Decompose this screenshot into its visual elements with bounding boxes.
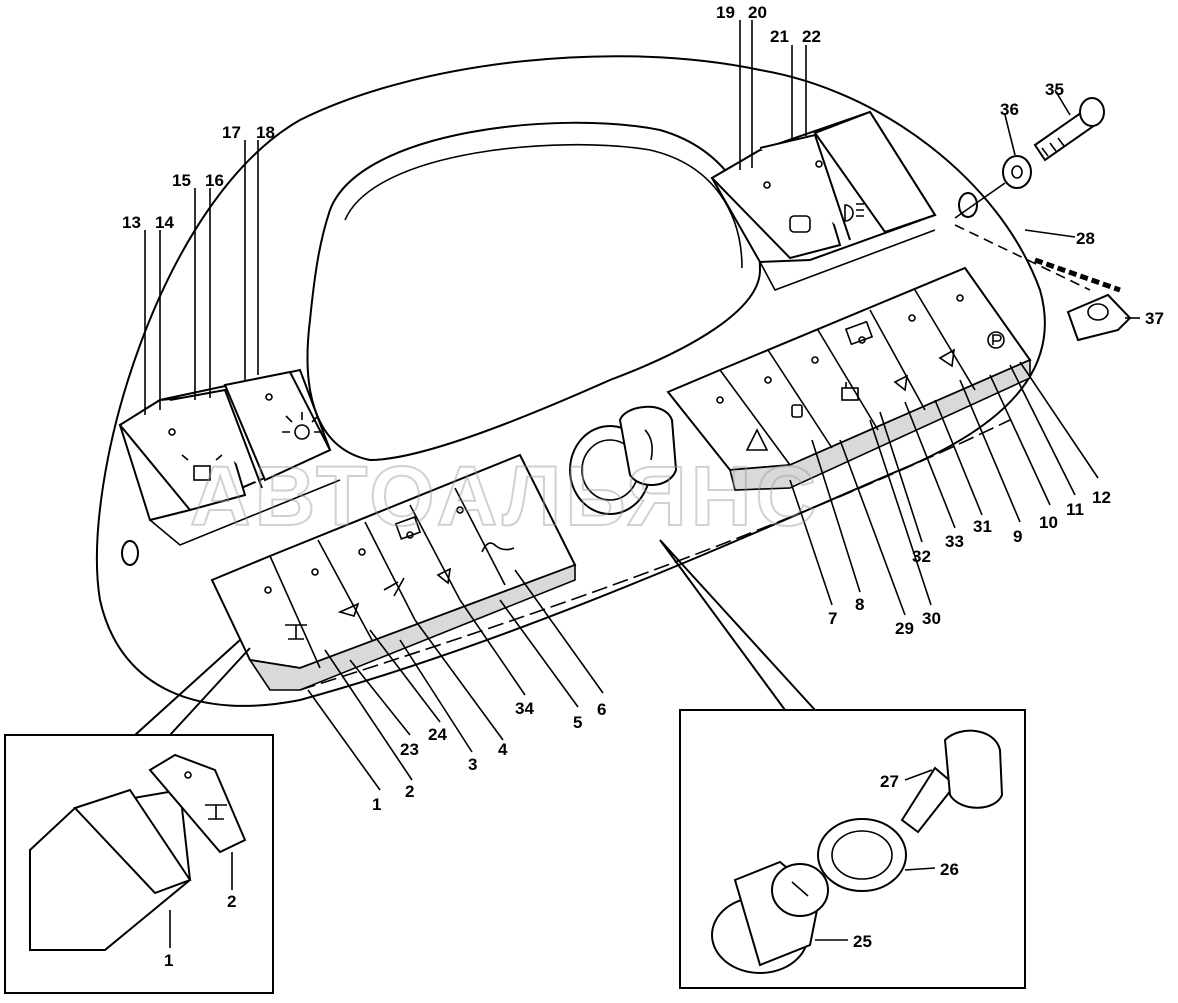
- switch-led: [908, 314, 916, 322]
- callout-14: 14: [155, 213, 174, 232]
- switch-led: [311, 568, 319, 576]
- wiper-icon: [337, 602, 360, 617]
- switch-led: [264, 586, 272, 594]
- callouts: 13 14 15 16 17 18 19 20 21 22 35 36 28 3…: [122, 3, 1164, 970]
- retaining-clip: [1066, 293, 1132, 342]
- switch-led: [168, 428, 176, 436]
- callout-22: 22: [802, 27, 821, 46]
- callout-29: 29: [895, 619, 914, 638]
- inset-ignition-detail: [659, 539, 1026, 989]
- mirror-icon: [394, 516, 422, 540]
- callout-33: 33: [945, 532, 964, 551]
- switch-led: [811, 356, 819, 364]
- watermark: АВТОАЛЬЯНС: [190, 449, 820, 543]
- switch-led: [716, 396, 724, 404]
- seat-heater-icon: [481, 542, 515, 553]
- callout-23: 23: [400, 740, 419, 759]
- leader-lines: [144, 20, 1140, 791]
- callout-11: 11: [1066, 500, 1084, 519]
- inset-switch-detail: [4, 639, 274, 994]
- callout-21: 21: [770, 27, 789, 46]
- callout-24: 24: [428, 725, 447, 744]
- callout-32: 32: [912, 547, 931, 566]
- callout-36: 36: [1000, 100, 1019, 119]
- inset-callout-27: 27: [880, 772, 899, 791]
- washer: [1002, 155, 1032, 189]
- callout-20: 20: [748, 3, 767, 22]
- hazard-warning-icon: [745, 428, 769, 451]
- mount-hole-right: [958, 192, 978, 218]
- assembly-path-bold: [1034, 257, 1121, 293]
- callout-30: 30: [922, 609, 941, 628]
- inset-right-frame: [679, 709, 1026, 989]
- callout-17: 17: [222, 123, 241, 142]
- callout-31: 31: [973, 517, 992, 536]
- differential-lock-icon: [205, 804, 227, 820]
- warning-indicator-icon: [436, 567, 452, 585]
- switch-row-lower-right: [666, 266, 1032, 491]
- ignition-lock: [569, 405, 678, 515]
- mirror-heater-icon: [841, 382, 859, 401]
- rear-wiper-icon: [938, 348, 955, 368]
- bolt: [1033, 97, 1105, 162]
- range-selector-icon: [383, 577, 405, 597]
- inset-callout-26: 26: [940, 860, 959, 879]
- beacon-light-icon: [181, 454, 223, 481]
- dashboard-panel: [96, 55, 1046, 707]
- callout-16: 16: [205, 171, 224, 190]
- bezel-ring: [817, 818, 907, 892]
- callout-5: 5: [573, 713, 582, 732]
- callout-3: 3: [468, 755, 477, 774]
- callout-15: 15: [172, 171, 191, 190]
- lock-cylinder: [711, 860, 829, 974]
- switch-led: [456, 506, 464, 514]
- callout-34: 34: [515, 699, 534, 718]
- assembly-path-dashed: [954, 224, 1091, 291]
- callout-10: 10: [1039, 513, 1058, 532]
- callout-7: 7: [828, 609, 837, 628]
- inset-callout-25: 25: [853, 932, 872, 951]
- callout-6: 6: [597, 700, 606, 719]
- inset-callout-1: 1: [164, 951, 173, 970]
- callout-1: 1: [372, 795, 381, 814]
- switch-led: [265, 393, 273, 401]
- inset-left-frame: [4, 734, 274, 994]
- switch-group-upper-left: [118, 368, 341, 546]
- differential-lock-icon: [285, 624, 307, 640]
- callout-19: 19: [716, 3, 735, 22]
- switch-led: [815, 160, 823, 168]
- callout-8: 8: [855, 595, 864, 614]
- mount-hole-left: [121, 540, 139, 566]
- beacon-icon: [791, 404, 803, 418]
- callout-12: 12: [1092, 488, 1111, 507]
- wiper-heater-icon: [893, 374, 909, 392]
- ignition-key: [900, 729, 1004, 834]
- seat-icon: [789, 215, 811, 233]
- work-light-icon: [282, 412, 322, 440]
- callout-28: 28: [1076, 229, 1095, 248]
- inset-callout-2: 2: [227, 892, 236, 911]
- parking-brake-icon: [987, 331, 1005, 349]
- switch-led: [956, 294, 964, 302]
- switch-led: [764, 376, 772, 384]
- callout-37: 37: [1145, 309, 1164, 328]
- switch-led: [184, 771, 192, 779]
- callout-13: 13: [122, 213, 141, 232]
- fog-light-icon: [844, 203, 864, 222]
- callout-4: 4: [498, 740, 508, 759]
- callout-35: 35: [1045, 80, 1064, 99]
- callout-2: 2: [405, 782, 414, 801]
- callout-9: 9: [1013, 527, 1022, 546]
- switch-led: [763, 181, 771, 189]
- switch-led: [358, 548, 366, 556]
- callout-18: 18: [256, 123, 275, 142]
- window-icon: [844, 320, 874, 346]
- switch-group-upper-right: [710, 110, 937, 291]
